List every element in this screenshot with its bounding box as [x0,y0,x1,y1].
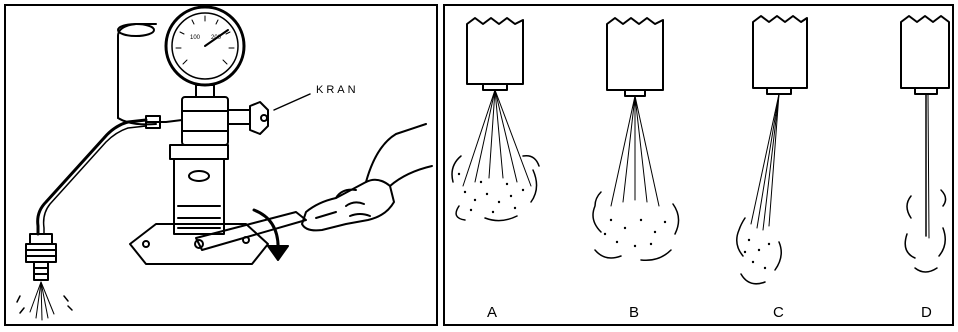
valve-label: KRAN [316,84,359,96]
injector-tester-drawing: 100 200 [6,6,436,324]
nozzle-c [737,16,807,284]
spray-patterns-panel: A B C D [443,4,954,326]
nozzle-d [901,16,949,272]
pattern-label-c: C [773,304,785,321]
nozzle-a [452,18,539,221]
pattern-label-a: A [487,304,498,321]
pattern-label-d: D [921,304,933,321]
pattern-label-b: B [629,304,640,321]
nozzle-b [593,18,679,260]
injector-tester-panel: 100 200 [4,4,438,326]
svg-text:200: 200 [211,35,222,41]
spray-patterns-drawing [445,6,952,324]
svg-text:100: 100 [190,35,201,41]
